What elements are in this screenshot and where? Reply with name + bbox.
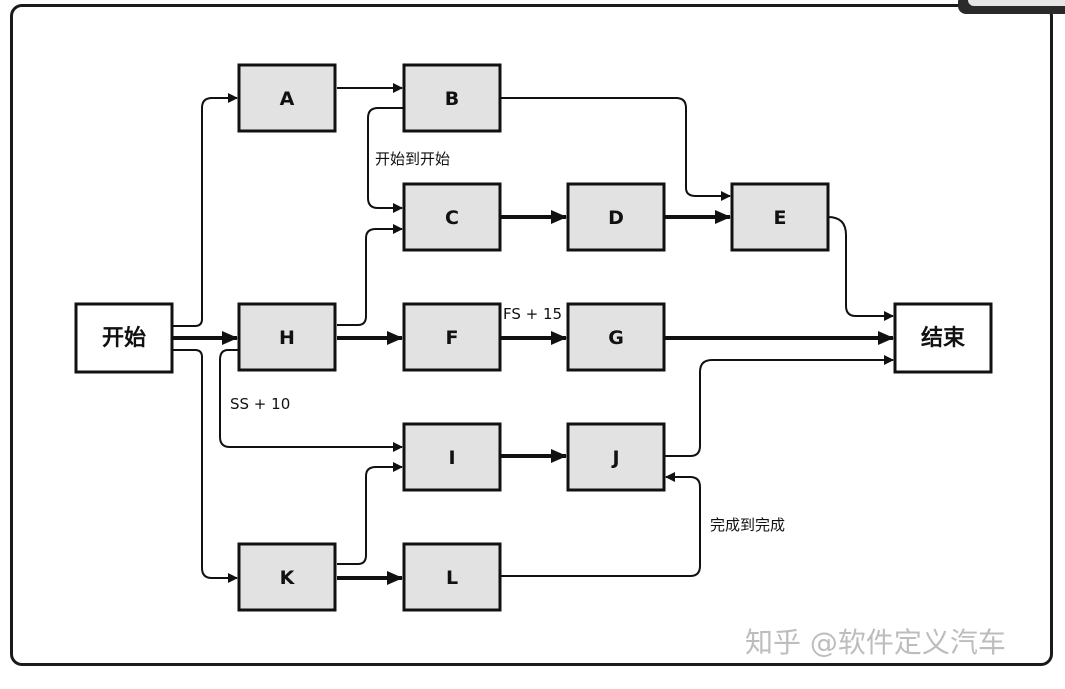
corner-tab-inner bbox=[968, 0, 1065, 6]
node-box-b bbox=[402, 63, 502, 133]
node-label-a: A bbox=[280, 88, 295, 110]
nodes-layer: 开始 A B C D E H F G I J K L 结束 bbox=[74, 63, 993, 612]
node-f: F bbox=[402, 302, 502, 372]
edge-b-to-c bbox=[367, 107, 404, 213]
watermark: 知乎 @软件定义汽车 bbox=[745, 626, 1006, 659]
node-label-k: K bbox=[280, 567, 296, 589]
node-label-start: 开始 bbox=[102, 325, 146, 351]
node-a: A bbox=[237, 63, 337, 133]
node-g: G bbox=[566, 302, 666, 372]
node-box-f bbox=[402, 302, 502, 372]
node-box-c bbox=[402, 182, 502, 252]
annotation-ss-10: SS + 10 bbox=[230, 395, 290, 413]
node-label-l: L bbox=[446, 567, 458, 589]
node-i: I bbox=[402, 422, 502, 492]
annotations-layer: 开始到开始 FS + 15 SS + 10 完成到完成 bbox=[230, 150, 785, 534]
node-box-start bbox=[74, 302, 174, 374]
node-b: B bbox=[402, 63, 502, 133]
node-box-end bbox=[893, 302, 993, 374]
node-box-l bbox=[402, 542, 502, 612]
node-d: D bbox=[566, 182, 666, 252]
node-box-i bbox=[402, 422, 502, 492]
node-j: J bbox=[566, 422, 666, 492]
node-label-h: H bbox=[279, 327, 295, 349]
node-end: 结束 bbox=[893, 302, 993, 374]
node-h: H bbox=[237, 302, 337, 372]
node-label-e: E bbox=[774, 207, 787, 229]
edge-l-to-j bbox=[500, 472, 701, 577]
node-box-e bbox=[730, 182, 830, 252]
node-label-i: I bbox=[448, 447, 455, 469]
node-box-d bbox=[566, 182, 666, 252]
annotation-finish-to-finish: 完成到完成 bbox=[710, 516, 785, 534]
annotation-fs-15: FS + 15 bbox=[503, 305, 562, 323]
node-label-b: B bbox=[445, 88, 459, 110]
node-box-g bbox=[566, 302, 666, 372]
node-box-a bbox=[237, 63, 337, 133]
node-box-h bbox=[237, 302, 337, 372]
node-label-g: G bbox=[608, 327, 624, 349]
node-label-f: F bbox=[446, 327, 459, 349]
node-label-c: C bbox=[445, 207, 459, 229]
edge-k-to-i bbox=[337, 462, 403, 565]
node-box-k bbox=[237, 542, 337, 612]
node-label-j: J bbox=[610, 447, 619, 469]
edge-start-to-k bbox=[172, 349, 238, 583]
edge-h-to-i bbox=[219, 349, 403, 452]
node-label-end: 结束 bbox=[921, 325, 966, 351]
edge-e-to-end bbox=[827, 216, 894, 321]
node-e: E bbox=[730, 182, 830, 252]
node-l: L bbox=[402, 542, 502, 612]
edge-b-to-e bbox=[500, 97, 731, 201]
edge-j-to-end bbox=[664, 355, 894, 457]
node-box-j bbox=[566, 422, 666, 492]
annotation-start-to-start: 开始到开始 bbox=[375, 150, 450, 168]
edge-start-to-a bbox=[172, 93, 238, 327]
node-k: K bbox=[237, 542, 337, 612]
node-label-d: D bbox=[608, 207, 624, 229]
node-start: 开始 bbox=[74, 302, 174, 374]
edges-layer bbox=[172, 83, 894, 585]
node-c: C bbox=[402, 182, 502, 252]
edge-h-to-c bbox=[337, 224, 403, 326]
